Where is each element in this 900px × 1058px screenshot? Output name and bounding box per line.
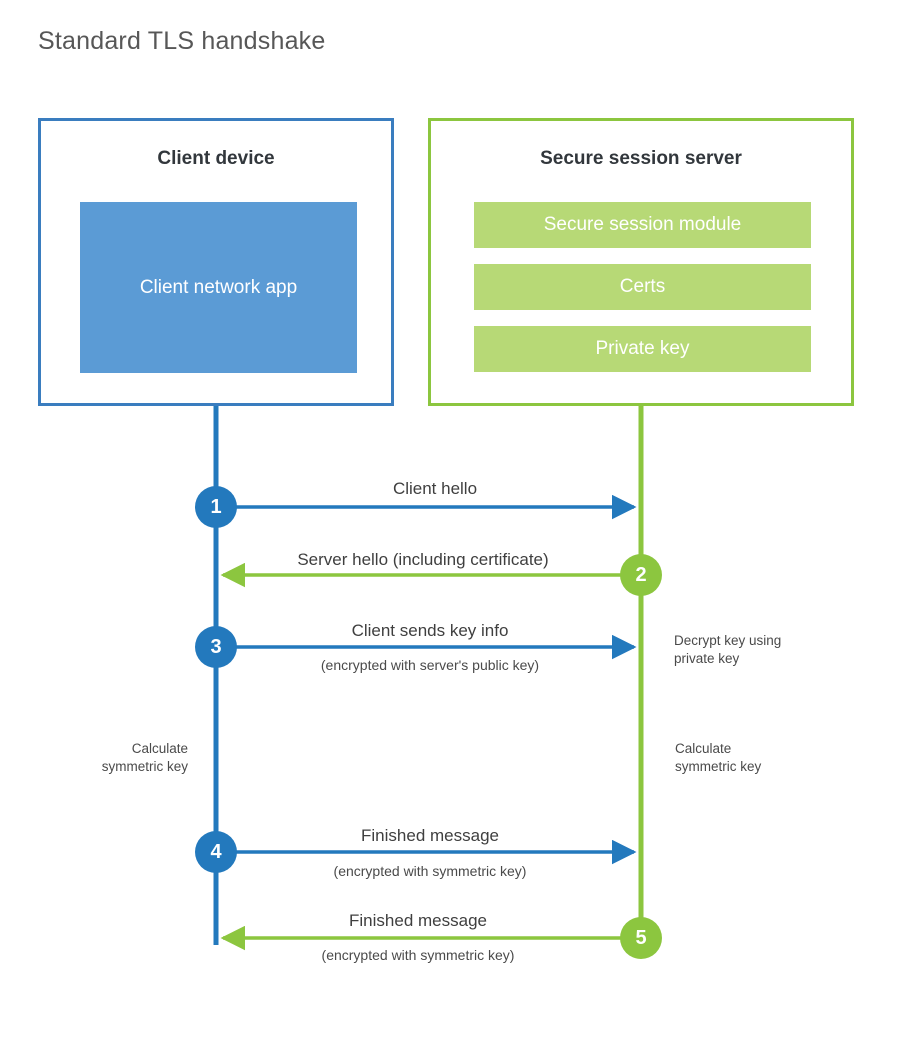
message-label-2: Server hello (including certificate) <box>297 550 549 569</box>
note-decrypt-key: Decrypt key using private key <box>674 632 781 668</box>
note-calc-server-line-1: Calculate <box>675 741 732 756</box>
step-marker-3: 3 <box>195 626 237 668</box>
message-sublabel-4: (encrypted with symmetric key) <box>333 863 527 879</box>
message-label-5: Finished message <box>349 911 487 930</box>
client-device-title: Client device <box>157 148 275 169</box>
client-network-app-block: Client network app <box>80 202 357 373</box>
note-calc-client-line-1: Calculate <box>131 741 188 756</box>
message-label-1: Client hello <box>392 479 478 498</box>
note-decrypt-line-2: private key <box>674 650 740 666</box>
server-component-private-key: Private key <box>474 326 811 372</box>
step-marker-2: 2 <box>620 554 662 596</box>
step-marker-1: 1 <box>195 486 237 528</box>
secure-session-server-title: Secure session server <box>540 148 742 169</box>
message-sublabel-5: (encrypted with symmetric key) <box>321 947 515 963</box>
client-device-box: Client device Client network app <box>38 118 394 406</box>
note-decrypt-line-1: Decrypt key using <box>674 633 782 648</box>
secure-session-server-box: Secure session server Secure session mod… <box>428 118 854 406</box>
step-marker-4: 4 <box>195 831 237 873</box>
note-calc-server-line-2: symmetric key <box>675 758 762 774</box>
note-calc-client-line-2: symmetric key <box>101 758 188 774</box>
note-calculate-symmetric-key-client: Calculate symmetric key <box>48 740 188 776</box>
message-label-4: Finished message <box>361 826 499 845</box>
server-component-certs: Certs <box>474 264 811 310</box>
page-title: Standard TLS handshake <box>38 27 326 55</box>
message-sublabel-3: (encrypted with server's public key) <box>320 657 540 673</box>
server-component-secure-session-module: Secure session module <box>474 202 811 248</box>
note-calculate-symmetric-key-server: Calculate symmetric key <box>675 740 761 776</box>
step-marker-5: 5 <box>620 917 662 959</box>
message-label-3: Client sends key info <box>351 621 509 640</box>
